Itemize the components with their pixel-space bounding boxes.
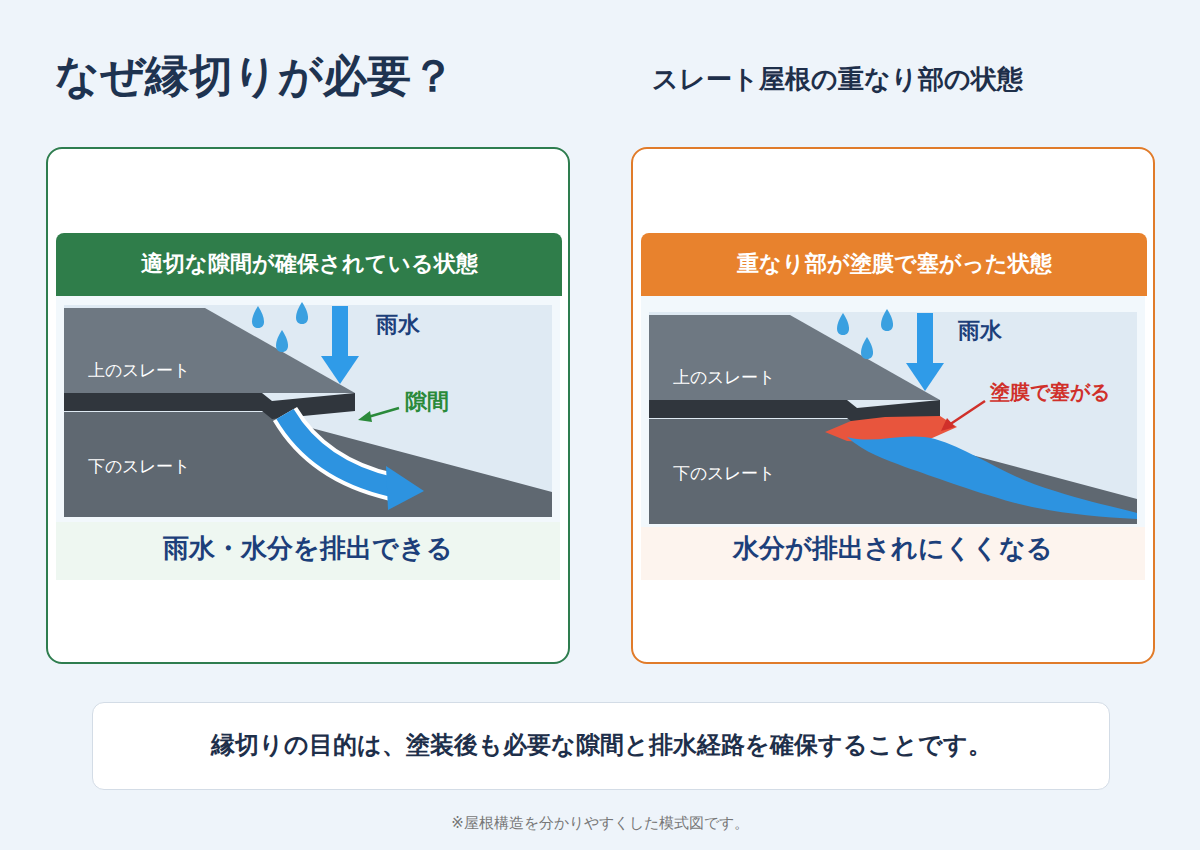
page-title: なぜ縁切りが必要？	[55, 50, 455, 103]
rain-arrow-head	[906, 363, 944, 391]
rain-arrow-head	[321, 356, 359, 384]
trapped-water	[847, 436, 1137, 519]
comparison-panel: 雨水・水分を排出できる 適切な隙間が確保されている状態	[46, 147, 570, 664]
rain-drop	[861, 337, 873, 359]
good-roof-illustration	[64, 302, 552, 517]
sky	[649, 312, 1137, 524]
rain-label: 雨水	[376, 312, 420, 338]
rain-drop	[881, 309, 893, 331]
result-text: 水分が排出されにくくなる	[633, 532, 1153, 566]
leader-head	[358, 411, 372, 422]
part-name: 上のスレート	[673, 367, 775, 387]
upper-slate	[649, 315, 940, 400]
lower-slate	[64, 412, 552, 517]
upper-slate-edge	[64, 393, 355, 419]
part-name: 下のスレート	[88, 456, 190, 476]
leader-line	[949, 401, 985, 425]
part-name: 上のスレート	[88, 360, 190, 380]
figure-heading: スレート屋根の重なり部の状態	[652, 64, 1023, 95]
leader-line	[368, 408, 399, 417]
leader-head	[941, 418, 955, 431]
panel-ground	[631, 147, 1155, 664]
rain-drop	[252, 306, 264, 328]
part-name: 下のスレート	[673, 463, 775, 483]
rain-drop	[296, 302, 308, 324]
figure-caption: ※屋根構造を分かりやすくした模式図です。	[0, 814, 1200, 833]
water-arrow-outline	[285, 414, 392, 487]
header-band: 適切な隙間が確保されている状態	[56, 233, 562, 296]
rain-drop	[276, 330, 288, 352]
water-arrow	[285, 414, 392, 487]
rain-arrow	[332, 306, 348, 358]
rain-drop	[837, 313, 849, 335]
rain-label: 雨水	[958, 318, 1002, 344]
comparison-panel: 水分が排出されにくくなる 重なり部が塗膜で塞がった状態	[631, 147, 1155, 664]
paint-label: 塗膜で塞がる	[990, 380, 1110, 404]
result-text: 雨水・水分を排出できる	[48, 532, 568, 566]
box-text: 縁切りの目的は、塗装後も必要な隙間と排水経路を確保することです。	[211, 730, 992, 761]
gap-label: 隙間	[405, 389, 449, 415]
water-arrow-head	[386, 466, 424, 510]
blocked-roof-illustration	[649, 309, 1137, 524]
header-band: 重なり部が塗膜で塞がった状態	[641, 233, 1147, 296]
upper-slate	[64, 308, 355, 393]
panel-ground	[46, 147, 570, 664]
rain-arrow	[917, 313, 933, 365]
summary-box: 縁切りの目的は、塗装後も必要な隙間と排水経路を確保することです。	[92, 702, 1110, 790]
box-text: 適切な隙間が確保されている状態	[141, 250, 478, 279]
sky	[64, 305, 552, 517]
box-text: 重なり部が塗膜で塞がった状態	[737, 250, 1052, 279]
